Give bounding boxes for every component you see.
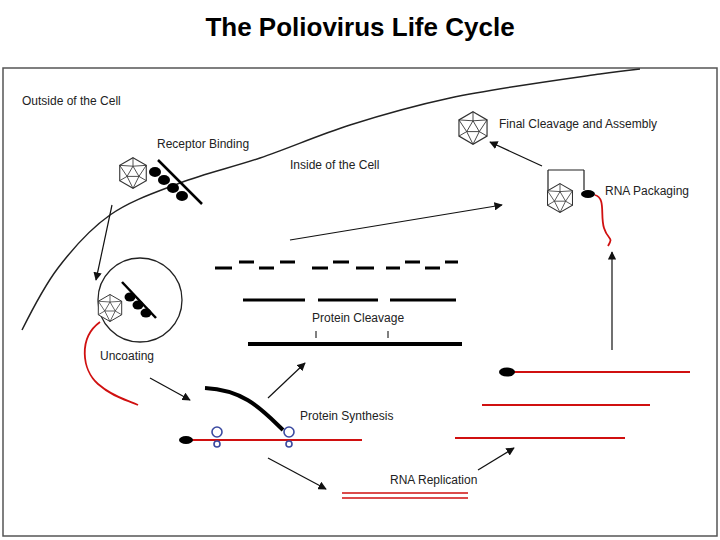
rna-duplex [342,493,468,498]
protein-fragments [243,299,456,302]
stage-label: Final Cleavage and Assembly [499,117,657,131]
arrow [150,378,190,400]
stage-label: RNA Packaging [605,184,689,198]
stage-label: RNA Replication [390,473,477,487]
stage-label: Inside of the Cell [290,158,379,172]
rna-strands [455,372,690,438]
receptor [122,282,156,318]
arrow [268,458,326,489]
vpg-cap [179,436,193,444]
receptor [158,160,202,204]
viral-rna [85,322,138,405]
arrow [478,448,514,470]
vpg-cap [581,190,595,198]
arrow [290,205,502,240]
mature-proteins [215,262,458,268]
virus-icon [120,158,147,189]
stage-label: Protein Cleavage [312,311,404,325]
virus-icon [459,112,487,144]
cell-membrane [22,69,640,330]
title: The Poliovirus Life Cycle [0,12,720,43]
virus-icon [98,295,121,322]
receptor-blobs [149,167,188,201]
polyprotein [248,342,462,346]
stage-label: Outside of the Cell [22,94,121,108]
frame [3,68,717,536]
vpg-cap [499,368,515,377]
stage-label: Protein Synthesis [300,409,393,423]
arrow [96,205,112,280]
viral-rna [185,439,362,441]
arrow [268,363,305,398]
viral-rna [595,195,611,246]
virus-icon [548,184,573,213]
arrow [611,252,612,350]
arrow [490,142,542,166]
receptor-blobs [125,293,152,318]
ribosomes [212,427,294,447]
endosome [98,258,182,342]
stage-label: Uncoating [100,349,154,363]
stage-label: Receptor Binding [157,137,249,151]
cleavage-ticks [316,331,388,338]
